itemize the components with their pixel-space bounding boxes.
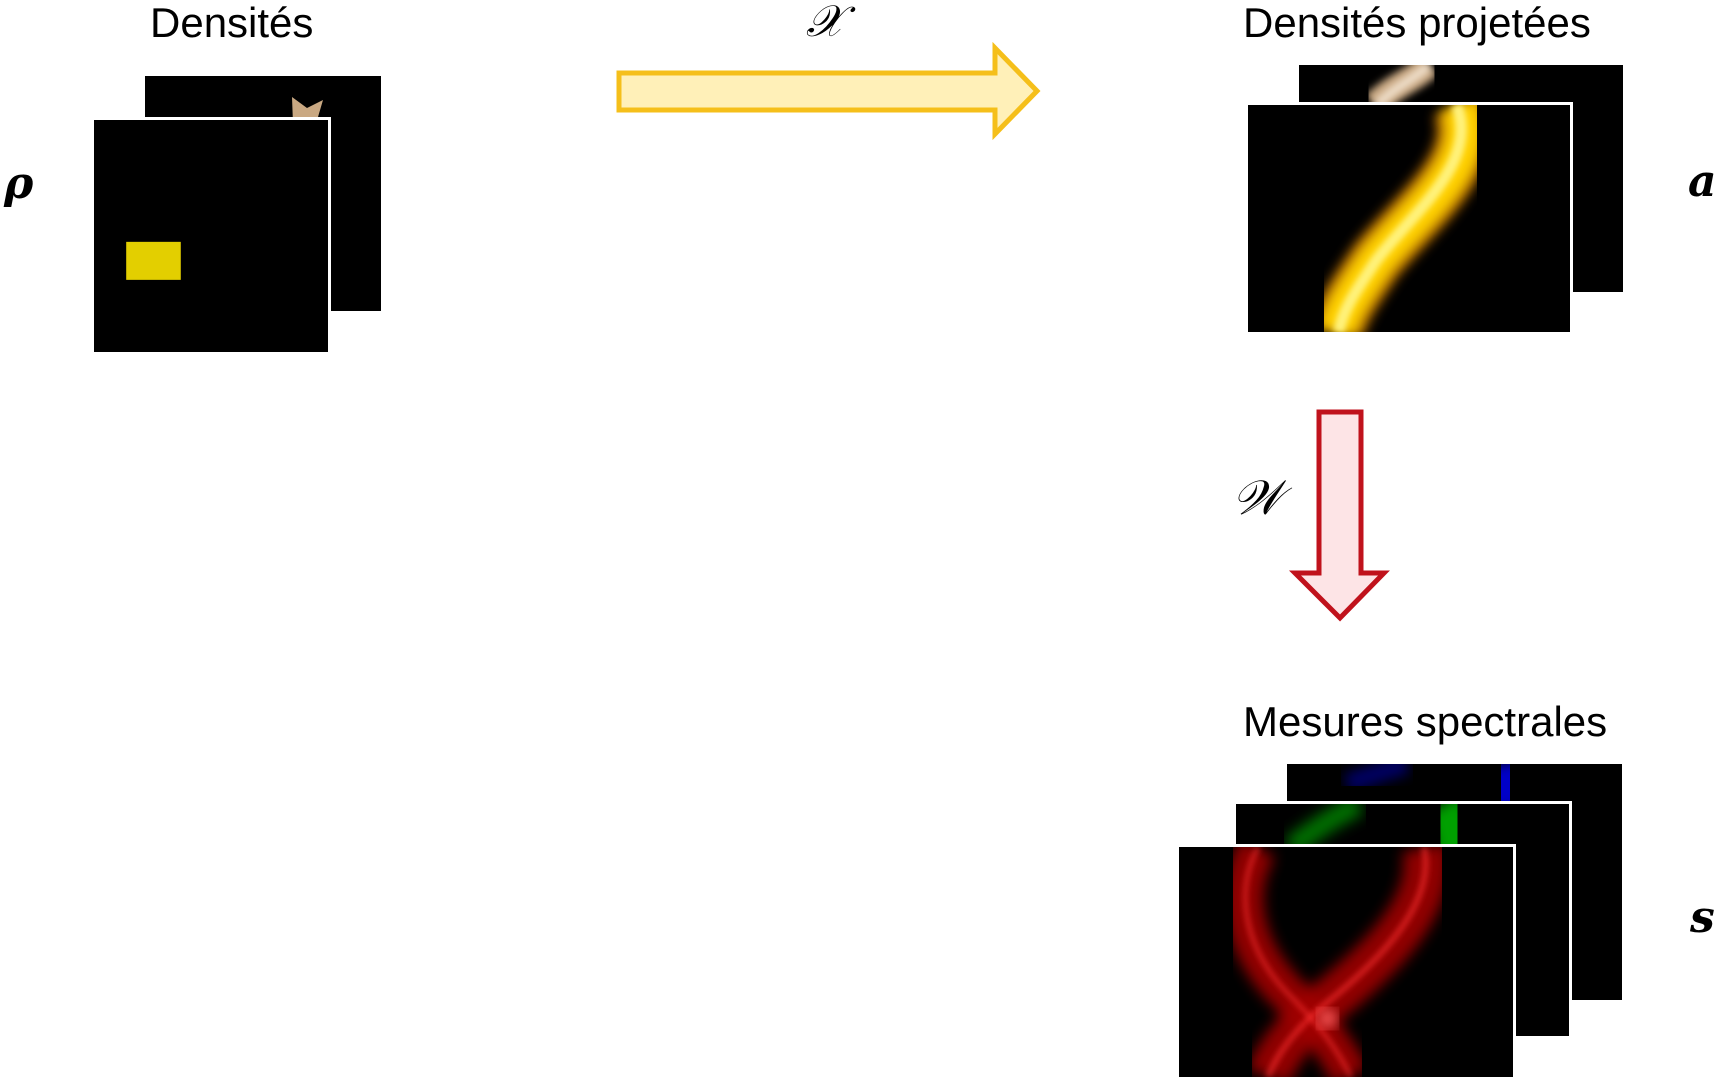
- spectral-operator-symbol: 𝒲: [1232, 470, 1283, 526]
- rho-symbol: ρ: [4, 158, 34, 209]
- rectangle-icon: [126, 241, 181, 280]
- spectral-arrow: [1288, 409, 1390, 622]
- densities-title: Densités: [150, 0, 314, 46]
- s-symbol: s: [1690, 892, 1715, 943]
- projected-densities-title: Densités projetées: [1243, 0, 1591, 46]
- beige-sinogram: [1364, 65, 1439, 115]
- spectral-panel-red: [1176, 844, 1516, 1080]
- projection-arrow: [616, 41, 1041, 141]
- red-channel-sinogram: [1224, 847, 1449, 1077]
- projection-operator-symbol: 𝒳: [806, 0, 844, 47]
- a-symbol: a: [1688, 156, 1717, 207]
- projected-panel-front: [1245, 102, 1573, 335]
- spectral-measures-title: Mesures spectrales: [1243, 698, 1608, 745]
- density-panel-front: [91, 117, 331, 355]
- yellow-sinogram: [1310, 105, 1492, 332]
